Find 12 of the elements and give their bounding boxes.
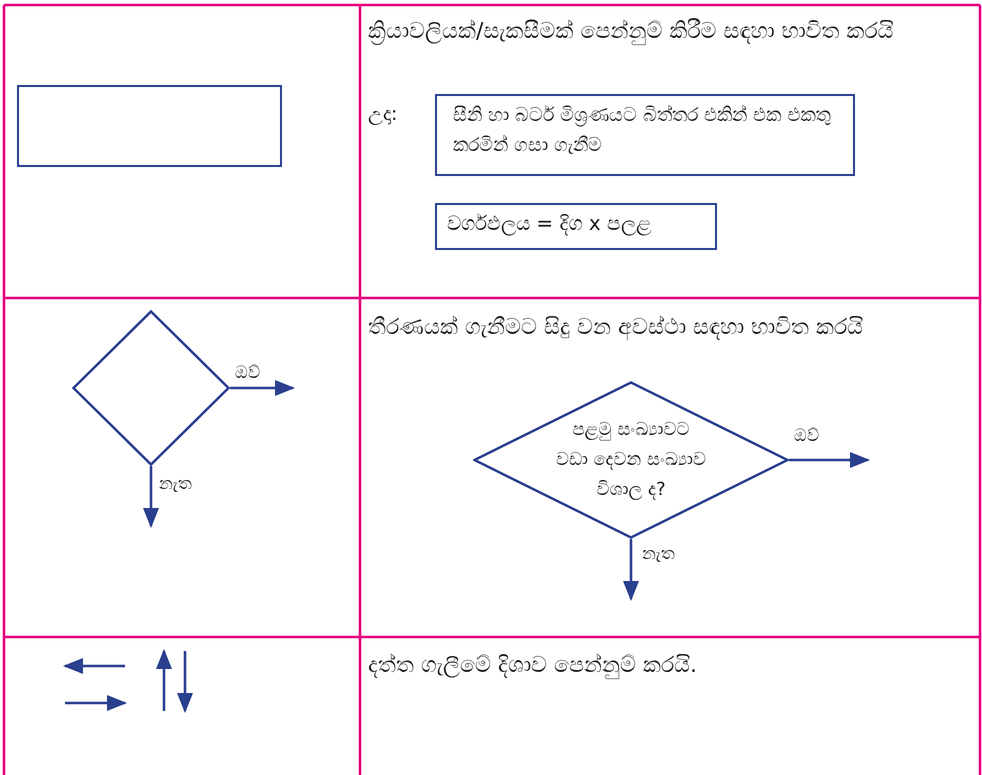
description-text: ක්‍රියාවලියක්/සැකසීමක් පෙන්නුම් කිරීම සඳහා භාවිත කරයි (368, 17, 894, 47)
process-box (17, 85, 282, 167)
arrow (143, 466, 159, 528)
description-text: තීරණයක් ගැනීමට සිදු වන අවස්ථා සඳහා භාවිත කරයි (368, 314, 864, 342)
arrow (623, 539, 639, 601)
example-label: උදා: (368, 102, 398, 127)
arrow (230, 380, 295, 396)
arrow (789, 452, 870, 468)
process-box: සීනි හා බටර් මිශ්‍රණයට බිත්තර එකින් එක එකතු කරමින් ගසා ගැනීම (435, 94, 855, 176)
process-box: වර්ගඵලය = දිග x පලළ (435, 203, 717, 250)
description-text: දත්ත ගැලීමේ දිශාව පෙන්නුම් කරයි. (368, 652, 698, 681)
decision-diamond: පළමු සංඛ්‍යාවට වඩා දෙවන සංඛ්‍යාව විශාල ද? (473, 381, 789, 539)
